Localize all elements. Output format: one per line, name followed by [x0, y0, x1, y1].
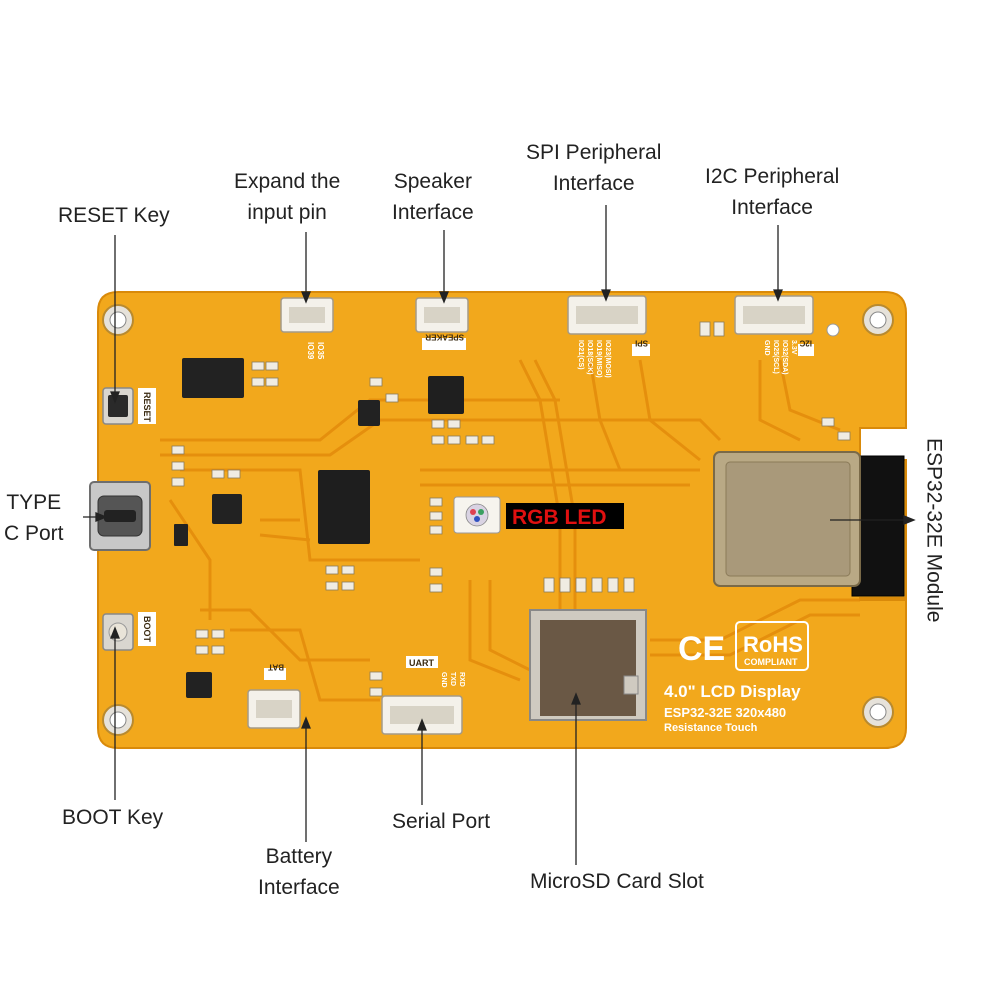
- i2c-pin-label-3: GND: [763, 340, 770, 356]
- spi-interface-line-2: Interface: [552, 172, 635, 195]
- i2c-pin-label-2: IO25(SCL): [772, 340, 779, 374]
- reset-key-label: RESET Key: [58, 200, 170, 231]
- spi-interface-line-1: SPI Peripheral: [526, 141, 662, 164]
- arrow-battery: [301, 716, 311, 729]
- battery-interface-line-2: Interface: [258, 876, 340, 899]
- spi-pin-label-0: IO23(MOSI): [604, 340, 611, 378]
- mounting-holes: [102, 304, 894, 736]
- i2c-pin-label-0: 3.3V: [790, 340, 797, 355]
- uart-pin-label-1: TXD: [449, 672, 456, 686]
- arrow-reset: [110, 391, 120, 404]
- speaker-interface-line-2: Interface: [392, 201, 474, 224]
- boot-key-text: BOOT Key: [62, 806, 164, 829]
- pcb-traces: [160, 359, 860, 702]
- spi-pin-label-3: IO21(CS): [577, 340, 584, 370]
- spi-connector: [567, 295, 647, 335]
- boot-silk: BOOT: [142, 616, 152, 643]
- io-pin-label-1: IO39: [306, 342, 315, 360]
- arrow-expand: [301, 291, 311, 304]
- esp32-module: [713, 451, 905, 597]
- expand-pin-connector: [280, 297, 334, 333]
- smd-components: [171, 321, 851, 697]
- speaker-interface-line-1: Speaker: [393, 170, 472, 193]
- spi-silk: SPI: [635, 338, 648, 347]
- expand-input-pin-line-2: input pin: [247, 201, 327, 224]
- arrow-microsd: [571, 692, 581, 705]
- type-c-port-line-1: TYPE: [6, 491, 62, 514]
- microsd-slot-label: MicroSD Card Slot: [530, 866, 704, 897]
- uart-connector: [381, 695, 463, 735]
- bat-silk: BAT: [268, 662, 284, 671]
- spi-pin-label-2: IO18(SCK): [586, 340, 593, 375]
- uart-pin-label-2: GND: [440, 672, 447, 688]
- microsd-slot-text: MicroSD Card Slot: [530, 870, 704, 893]
- i2c-interface-line-1: I2C Peripheral: [705, 165, 840, 188]
- ce-mark: CE: [678, 630, 725, 668]
- esp32-module-text: ESP32-32E Module: [922, 438, 946, 623]
- arrow-i2c: [773, 289, 783, 302]
- rgb-led-label: RGB LED: [512, 506, 607, 529]
- reset-silk: RESET: [142, 392, 152, 423]
- i2c-pin-label-1: IO32(SDA): [781, 340, 788, 375]
- spi-pin-label-1: IO19(MISO): [595, 340, 602, 378]
- boot-button: [102, 613, 134, 651]
- boot-key-label: BOOT Key: [62, 802, 163, 833]
- uart-pin-label-0: RXD: [458, 672, 465, 687]
- esp32-module-label: ESP32-32E Module: [919, 438, 950, 623]
- ic-chips: [174, 358, 464, 698]
- serial-port-label: Serial Port: [392, 806, 490, 837]
- connectors: [247, 295, 814, 735]
- speaker-interface-label: Speaker Interface: [392, 166, 474, 228]
- battery-connector: [247, 689, 301, 729]
- io-pin-label-0: IO35: [316, 342, 325, 360]
- rgb-led-label-box: RGB LED: [506, 503, 624, 529]
- i2c-silk: I2C: [799, 338, 812, 347]
- arrow-esp32: [903, 515, 916, 525]
- expand-input-pin-label: Expand the input pin: [234, 166, 340, 228]
- display-title: 4.0" LCD Display: [664, 682, 801, 701]
- leader-lines: [83, 205, 916, 865]
- arrow-boot: [110, 626, 120, 639]
- rgb-led-component: [453, 496, 501, 534]
- i2c-interface-line-2: Interface: [731, 196, 813, 219]
- type-c-port-label: TYPE C Port: [4, 487, 64, 549]
- arrow-speaker: [439, 291, 449, 304]
- battery-interface-line-1: Battery: [265, 845, 333, 868]
- i2c-connector: [734, 295, 814, 335]
- rohs-mark: RoHS: [743, 632, 803, 657]
- serial-port-text: Serial Port: [392, 810, 491, 833]
- reset-button: [102, 387, 134, 425]
- reset-key-text: RESET Key: [58, 204, 170, 227]
- type-c-port-line-2: C Port: [4, 522, 64, 545]
- usb-c-port: [89, 481, 151, 551]
- arrow-typec: [95, 512, 108, 522]
- silk-labels: RESET BOOT SPEAKER SPI I2C UART BAT IO35…: [138, 332, 814, 688]
- battery-interface-label: Battery Interface: [258, 841, 340, 903]
- microsd-slot: [529, 609, 647, 721]
- uart-silk: UART: [409, 658, 434, 668]
- expand-input-pin-line-1: Expand the: [234, 170, 341, 193]
- display-touch: Resistance Touch: [664, 722, 758, 734]
- certification-marks: CE RoHS COMPLIANT: [678, 621, 809, 671]
- display-model: ESP32-32E 320x480: [664, 705, 786, 720]
- i2c-interface-label: I2C Peripheral Interface: [705, 161, 839, 223]
- rohs-compliant: COMPLIANT: [744, 657, 798, 667]
- display-info: 4.0" LCD Display ESP32-32E 320x480 Resis…: [664, 682, 801, 734]
- speaker-connector: [415, 297, 469, 333]
- arrow-spi: [601, 289, 611, 302]
- speaker-silk: SPEAKER: [425, 332, 464, 341]
- arrow-serial: [417, 718, 427, 731]
- spi-interface-label: SPI Peripheral Interface: [526, 137, 661, 199]
